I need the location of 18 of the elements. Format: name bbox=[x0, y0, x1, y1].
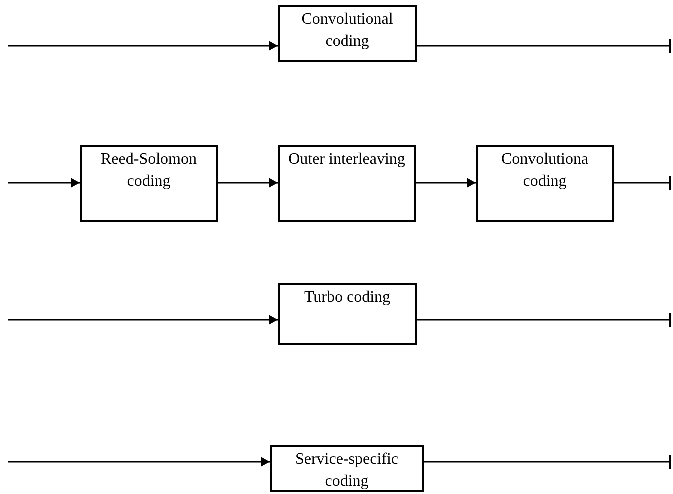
arrow bbox=[8, 41, 278, 51]
arrow bbox=[416, 178, 476, 188]
process-box bbox=[278, 5, 417, 62]
box-label: Convolutional coding bbox=[300, 10, 394, 52]
box-label: Service-specific coding bbox=[294, 450, 400, 492]
arrow bbox=[8, 315, 278, 325]
arrow bbox=[8, 457, 270, 467]
arrow bbox=[8, 178, 80, 188]
process-box bbox=[476, 145, 614, 222]
process-box bbox=[270, 445, 424, 492]
arrow bbox=[218, 178, 278, 188]
box-label: Turbo coding bbox=[303, 288, 392, 308]
box-label: Outer interleaving bbox=[288, 150, 406, 170]
process-box bbox=[278, 283, 417, 345]
process-box bbox=[278, 145, 416, 222]
box-label: Reed-Solomon coding bbox=[100, 150, 198, 192]
process-box bbox=[80, 145, 218, 222]
box-label: Convolutiona coding bbox=[500, 150, 590, 192]
